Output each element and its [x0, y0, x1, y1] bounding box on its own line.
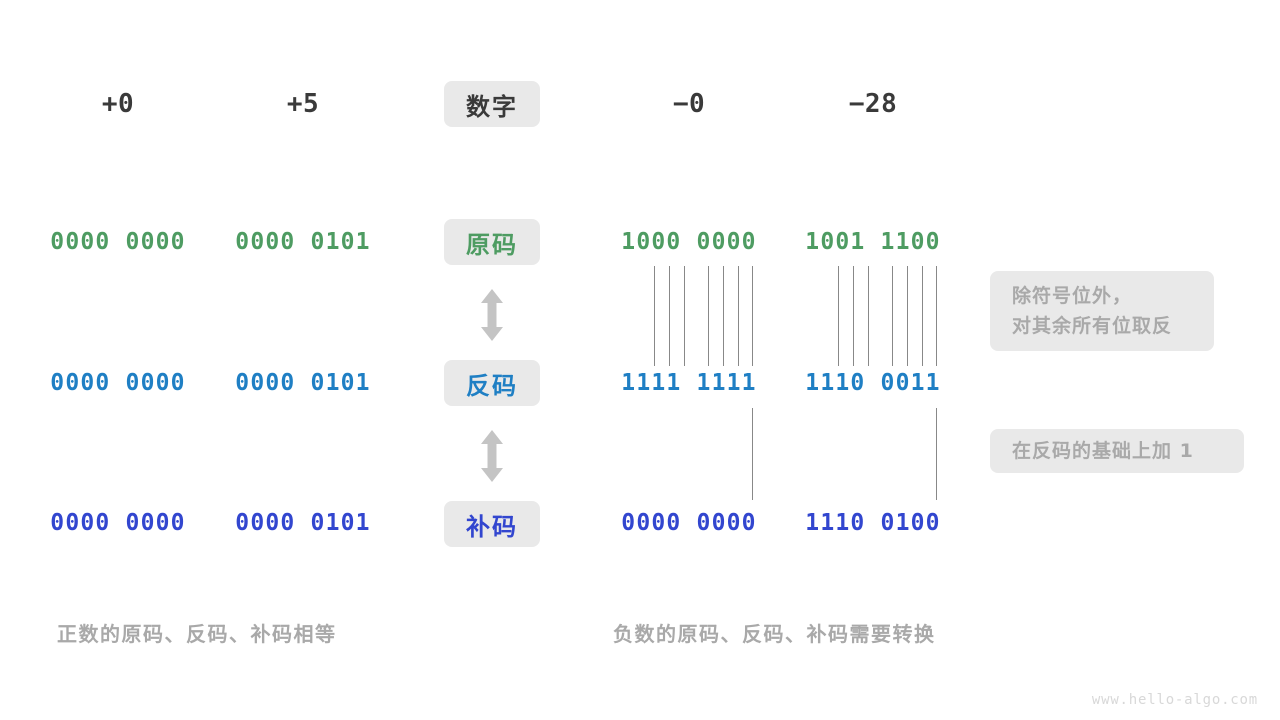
row-twos-complement-value-plus-zero: 0000 0000 — [50, 510, 186, 536]
note-invert-non-sign-bits: 除符号位外， 对其余所有位取反 — [990, 271, 1214, 351]
row-ones-complement-value-minus-twenty-eight: 1110 0011 — [805, 370, 941, 396]
header-badge-number: 数字 — [444, 81, 540, 127]
row-ones-complement-value-plus-five: 0000 0101 — [235, 370, 371, 396]
header-number-plus-zero: +0 — [101, 89, 135, 119]
row-ones-complement-value-minus-zero: 1111 1111 — [621, 370, 757, 396]
row-badge-ones-complement: 反码 — [444, 360, 540, 406]
row-twos-complement-value-plus-five: 0000 0101 — [235, 510, 371, 536]
row-badge-sign-magnitude: 原码 — [444, 219, 540, 265]
header-number-minus-zero: −0 — [672, 89, 706, 119]
connector-line — [892, 266, 893, 366]
watermark-url: www.hello-algo.com — [1091, 692, 1258, 708]
header-number-plus-five: +5 — [286, 89, 320, 119]
connector-line — [723, 266, 724, 366]
connector-line — [922, 266, 923, 366]
caption-negative-numbers: 负数的原码、反码、补码需要转换 — [613, 622, 936, 646]
row-badge-twos-complement: 补码 — [444, 501, 540, 547]
connector-line — [684, 266, 685, 366]
connector-line — [654, 266, 655, 366]
note-line: 对其余所有位取反 — [1012, 315, 1173, 337]
connector-line — [853, 266, 854, 366]
connector-line — [708, 266, 709, 366]
double-arrow-icon-sign-magnitude-to-ones-complement — [472, 287, 512, 343]
header-number-minus-twenty-eight: −28 — [848, 89, 898, 119]
row-sign-magnitude-value-minus-twenty-eight: 1001 1100 — [805, 229, 941, 255]
caption-positive-numbers: 正数的原码、反码、补码相等 — [57, 622, 337, 646]
connector-line — [868, 266, 869, 366]
row-twos-complement-value-minus-twenty-eight: 1110 0100 — [805, 510, 941, 536]
connector-line — [669, 266, 670, 366]
connector-line — [936, 408, 937, 500]
connector-line — [752, 408, 753, 500]
connector-line — [838, 266, 839, 366]
connector-line — [752, 266, 753, 366]
note-line: 除符号位外， — [1012, 285, 1133, 307]
row-ones-complement-value-plus-zero: 0000 0000 — [50, 370, 186, 396]
connector-line — [936, 266, 937, 366]
note-line: 在反码的基础上加 1 — [1012, 440, 1194, 462]
note-add-one-to-ones-complement: 在反码的基础上加 1 — [990, 429, 1244, 473]
double-arrow-icon-ones-complement-to-twos-complement — [472, 428, 512, 484]
row-twos-complement-value-minus-zero: 0000 0000 — [621, 510, 757, 536]
row-sign-magnitude-value-plus-five: 0000 0101 — [235, 229, 371, 255]
row-sign-magnitude-value-plus-zero: 0000 0000 — [50, 229, 186, 255]
row-sign-magnitude-value-minus-zero: 1000 0000 — [621, 229, 757, 255]
connector-line — [907, 266, 908, 366]
connector-line — [738, 266, 739, 366]
